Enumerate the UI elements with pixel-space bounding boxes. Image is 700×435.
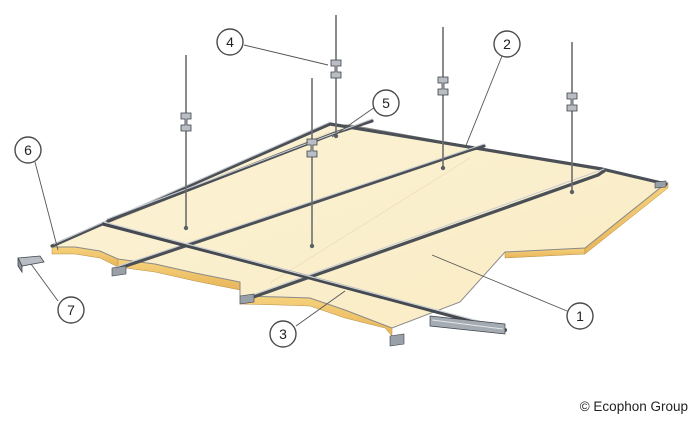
hanger-clips (180, 59, 578, 249)
callout-3: 3 (269, 320, 297, 348)
cross-tees (102, 180, 667, 347)
callout-4-label: 4 (226, 34, 234, 50)
leader-lines (30, 44, 568, 327)
callout-1: 1 (566, 302, 594, 330)
callout-3-label: 3 (279, 326, 287, 342)
callout-7-label: 7 (67, 302, 75, 318)
hanger-rods (185, 15, 573, 246)
copyright-notice: © Ecophon Group (579, 399, 688, 414)
wall-angle-profile (17, 255, 45, 274)
callout-2-label: 2 (503, 36, 511, 52)
callout-6-label: 6 (24, 142, 32, 158)
callout-6: 6 (14, 136, 42, 164)
main-runners (106, 118, 606, 302)
ceiling-panels (51, 124, 667, 329)
callout-5: 5 (372, 89, 400, 117)
callout-4: 4 (216, 28, 244, 56)
callout-2: 2 (493, 30, 521, 58)
callout-7: 7 (57, 296, 85, 324)
callout-1-label: 1 (576, 308, 584, 324)
callout-5-label: 5 (382, 95, 390, 111)
